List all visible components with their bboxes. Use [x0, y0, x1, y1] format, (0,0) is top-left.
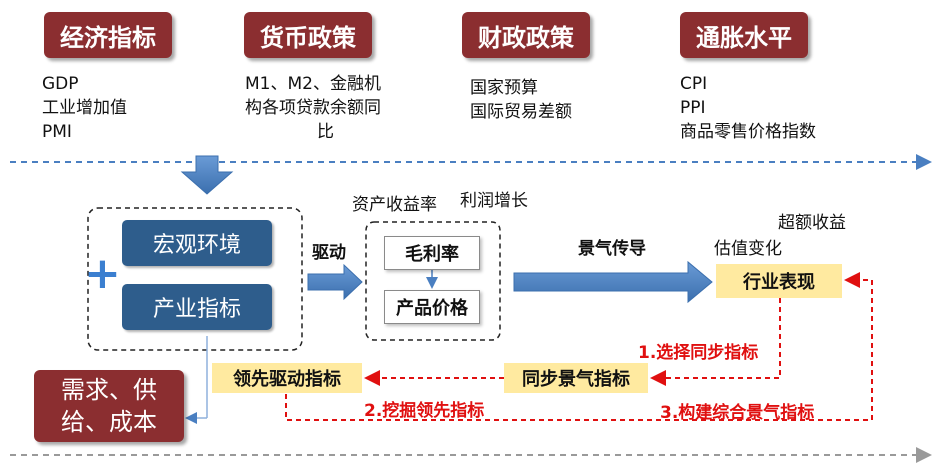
list-item: 工业增加值: [42, 98, 127, 118]
list-item: M1、M2、金融机: [245, 74, 381, 94]
plus-icon: +: [84, 248, 121, 299]
transmission-label: 景气传导: [578, 239, 646, 259]
step3-red-path: [285, 272, 873, 421]
list-item: CPI: [680, 74, 708, 94]
list-item: 商品零售价格指数: [680, 122, 816, 142]
step1-label: 1.选择同步指标: [638, 343, 759, 363]
demand-line-1: 需求、供: [61, 376, 157, 404]
monetary-policy-list: M1、M2、金融机 构各项贷款余额同 比: [245, 72, 381, 144]
demand-supply-cost-box: 需求、供 给、成本: [34, 370, 184, 442]
industry-performance-box: 行业表现: [716, 264, 842, 298]
excess-return-label: 超额收益: [778, 213, 846, 233]
list-item: 构各项贷款余额同: [245, 98, 381, 118]
macro-environment-box: 宏观环境: [122, 220, 272, 266]
list-item: PPI: [680, 98, 706, 118]
inflation-level-list: CPI PPI 商品零售价格指数: [680, 72, 816, 144]
down-arrow-icon: [180, 155, 234, 195]
gross-margin-box: 毛利率: [384, 236, 480, 270]
sync-indicator-box: 同步景气指标: [504, 363, 648, 393]
list-item: GDP: [42, 74, 79, 94]
list-item: PMI: [42, 122, 72, 142]
asset-return-label: 资产收益率: [352, 195, 437, 215]
step3-label: 3.构建综合景气指标: [660, 403, 815, 423]
profit-growth-label: 利润增长: [460, 191, 528, 211]
list-item: 比: [317, 122, 334, 142]
demand-line-2: 给、成本: [61, 408, 157, 436]
macro-industry-group-frame: [87, 207, 303, 351]
list-item: 国家预算: [470, 78, 538, 98]
step2-label: 2.挖掘领先指标: [364, 401, 485, 421]
fiscal-policy-list: 国家预算 国际贸易差额: [470, 76, 572, 124]
step1-red-path: [650, 298, 781, 386]
transmission-arrow-icon: [513, 260, 713, 304]
category-monetary-policy: 货币政策: [244, 12, 372, 58]
category-economic-indicators: 经济指标: [44, 12, 172, 58]
drive-arrow-icon: [307, 263, 363, 301]
list-item: 国际贸易差额: [470, 102, 572, 122]
product-price-box: 产品价格: [384, 290, 480, 324]
category-fiscal-policy: 财政政策: [462, 12, 590, 58]
lead-indicator-box: 领先驱动指标: [212, 363, 362, 393]
industry-indicator-box: 产业指标: [122, 284, 272, 330]
category-inflation-level: 通胀水平: [680, 12, 808, 58]
valuation-change-label: 估值变化: [714, 239, 782, 259]
drive-label: 驱动: [312, 243, 346, 263]
margin-price-group-frame: [365, 221, 501, 341]
economic-indicators-list: GDP 工业增加值 PMI: [42, 72, 127, 144]
